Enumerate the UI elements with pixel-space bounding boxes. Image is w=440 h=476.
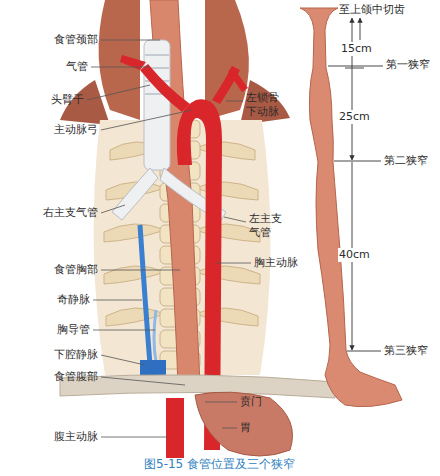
dimension-label: 15cm [340,42,373,56]
figure-caption: 图5-15 食管位置及三个狭窄 [144,456,295,473]
part-label: 左主支气管 [249,212,282,241]
dimension-label: 第二狭窄 [384,154,428,168]
part-label: 胸主动脉 [254,256,298,270]
part-label: 胸导管 [57,323,90,337]
part-label: 食管颈部 [54,33,98,47]
part-label: 奇静脉 [57,293,90,307]
part-label: 胃 [240,421,251,435]
dimension-label: 至上颌中切齿 [339,3,405,17]
part-label: 气管 [66,60,88,74]
part-label: 头臂干 [51,93,84,107]
part-label: 食管胸部 [54,263,98,277]
part-label: 贲门 [240,395,262,409]
part-label: 食管腹部 [54,370,98,384]
dimension-label: 第三狭窄 [384,344,428,358]
part-label: 左锁骨下动脉 [246,91,279,120]
part-label: 右主支气管 [43,206,98,220]
part-label: 下腔静脉 [54,348,98,362]
dimension-label: 25cm [338,110,371,124]
part-label: 腹主动脉 [54,430,98,444]
part-label: 主动脉弓 [54,123,98,137]
dimension-label: 40cm [338,248,371,262]
dimension-label: 第一狭窄 [386,58,430,72]
